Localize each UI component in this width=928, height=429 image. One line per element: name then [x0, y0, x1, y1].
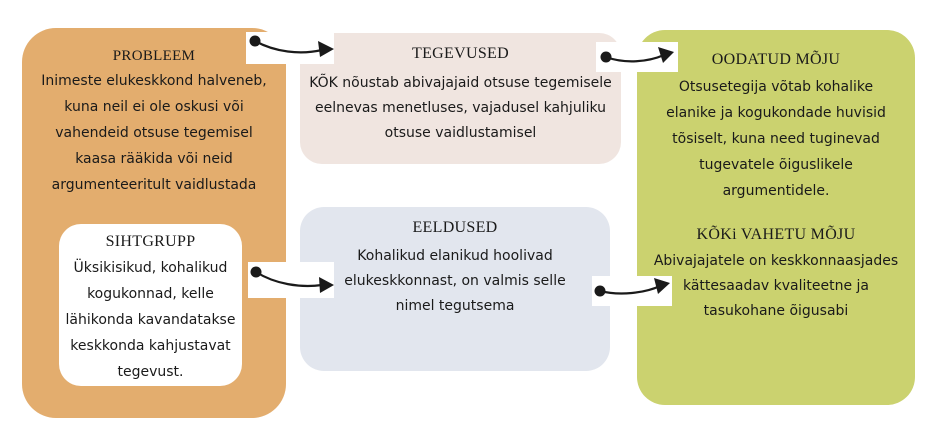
activities-line: eelnevas menetluses, vajadusel kahjuliku [314, 100, 607, 116]
arrow-assumptions-to-impact [594, 278, 670, 297]
problem-line: kaasa rääkida või neid [75, 151, 233, 167]
target-group-text: Üksikisikud, kohalikud kogukonnad, kelle… [63, 255, 238, 385]
expected-impact-title: OODATUD MÕJU [711, 51, 841, 68]
assumptions-line: elukeskkonnast, on valmis selle [344, 273, 566, 289]
target-group-line: Üksikisikud, kohalikud [73, 260, 228, 276]
target-group-title: SIHTGRUPP [105, 233, 196, 250]
target-group-line: lähikonda kavandatakse [65, 312, 236, 328]
problem-title: PROBLEEM [112, 48, 196, 64]
impact-box: OODATUD MÕJU Otsusetegija võtab kohalike… [637, 30, 915, 405]
expected-impact-text: Otsusetegija võtab kohalike elanike ja k… [643, 74, 909, 204]
problem-line: kuna neil ei ole oskusi või [64, 99, 244, 115]
assumptions-line: nimel tegutsema [395, 298, 515, 314]
expected-impact-line: tugevatele õiguslikele [699, 157, 853, 173]
problem-line: argumenteeritult vaidlustada [51, 177, 257, 193]
direct-impact-line: tasukohane õigusabi [703, 303, 849, 319]
direct-impact-text: Abivajajatele on keskkonnaasjades kättes… [643, 249, 909, 324]
assumptions-box: EELDUSED Kohalikud elanikud hoolivad elu… [300, 207, 610, 371]
activities-line: otsuse vaidlustamisel [384, 125, 537, 141]
activities-box: TEGEVUSED KÕK nõustab abivajajaid otsuse… [300, 33, 621, 164]
activities-title: TEGEVUSED [412, 45, 509, 62]
arrow-problem-to-activities [249, 35, 334, 57]
arrow-target-to-assumptions [250, 266, 334, 293]
assumptions-title: EELDUSED [412, 219, 498, 236]
problem-line: Inimeste elukeskkond halveneb, [41, 73, 267, 89]
arrow-activities-to-impact [600, 47, 674, 63]
expected-impact-line: Otsusetegija võtab kohalike [678, 79, 874, 95]
target-group-box: SIHTGRUPP Üksikisikud, kohalikud kogukon… [59, 224, 242, 386]
target-group-line: keskkonda kahjustavat [70, 338, 231, 354]
problem-text: Inimeste elukeskkond halveneb, kuna neil… [32, 68, 276, 198]
expected-impact-line: argumentidele. [722, 183, 830, 199]
assumptions-line: Kohalikud elanikud hoolivad [357, 248, 553, 264]
problem-line: vahendeid otsuse tegemisel [55, 125, 253, 141]
activities-text: KÕK nõustab abivajajaid otsuse tegemisel… [306, 71, 615, 146]
target-group-line: tegevust. [117, 364, 184, 380]
expected-impact-line: elanike ja kogukondade huvisid [666, 105, 886, 121]
activities-line: KÕK nõustab abivajajaid otsuse tegemisel… [309, 75, 612, 91]
assumptions-text: Kohalikud elanikud hoolivad elukeskkonna… [306, 244, 604, 319]
target-group-line: kogukonnad, kelle [87, 286, 214, 302]
direct-impact-title: KÕKi VAHETU MÕJU [696, 226, 856, 243]
direct-impact-line: kättesaadav kvaliteetne ja [682, 278, 870, 294]
direct-impact-line: Abivajajatele on keskkonnaasjades [653, 253, 899, 269]
expected-impact-line: tõsiselt, kuna need tuginevad [672, 131, 880, 147]
